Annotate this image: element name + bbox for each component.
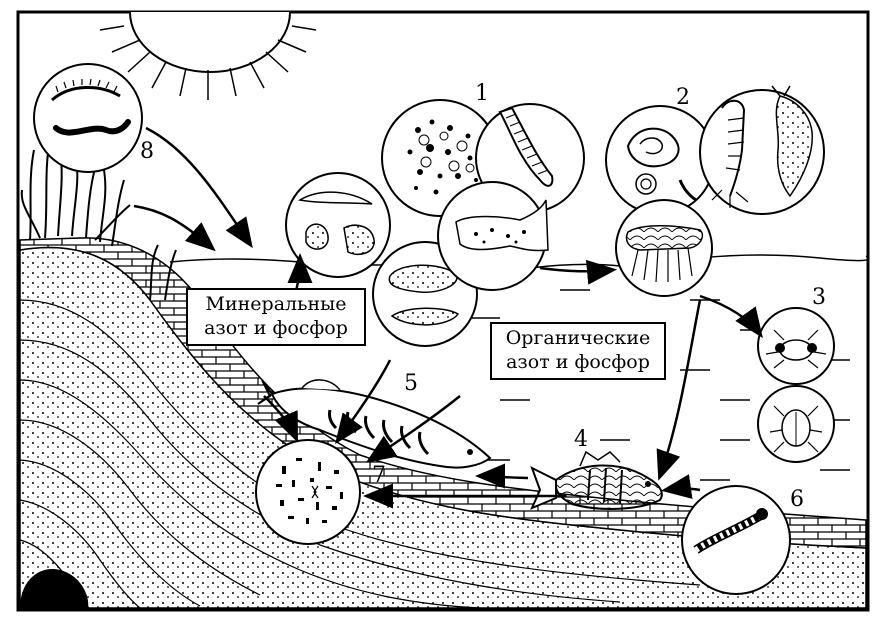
organism-circle-3a [757,307,835,385]
organism-circle-2c [615,199,713,297]
organic-line-2: азот и фосфор [506,351,650,373]
label-number-4: 4 [574,427,588,452]
organism-circle-algae [285,172,391,278]
label-number-7: 7 [372,463,386,488]
label-number-6: 6 [790,487,804,512]
organism-circle-6 [681,485,791,595]
organic-line-1: Органические [505,327,651,349]
mineral-line-1: Минеральные [205,293,347,315]
label-number-2: 2 [676,85,690,110]
organic-nutrients-box: Органические азот и фосфор [490,322,666,380]
perch-fish [530,450,663,510]
organism-circle-7 [255,439,361,545]
organism-circle-3b [757,385,835,463]
label-number-5: 5 [404,371,418,396]
organism-circle-2b [699,85,825,215]
pike-fish [257,379,492,469]
organism-circle-1c [437,181,549,291]
organism-circle-2a [605,105,715,215]
sun-icon [99,11,317,100]
label-number-3: 3 [812,285,826,310]
mineral-nutrients-box: Минеральные азот и фосфор [186,288,366,346]
label-number-8: 8 [140,139,154,164]
mineral-line-2: азот и фосфор [204,317,348,339]
flow-arrows [133,126,763,509]
label-number-1: 1 [475,81,489,106]
organism-circle-8 [33,63,143,173]
